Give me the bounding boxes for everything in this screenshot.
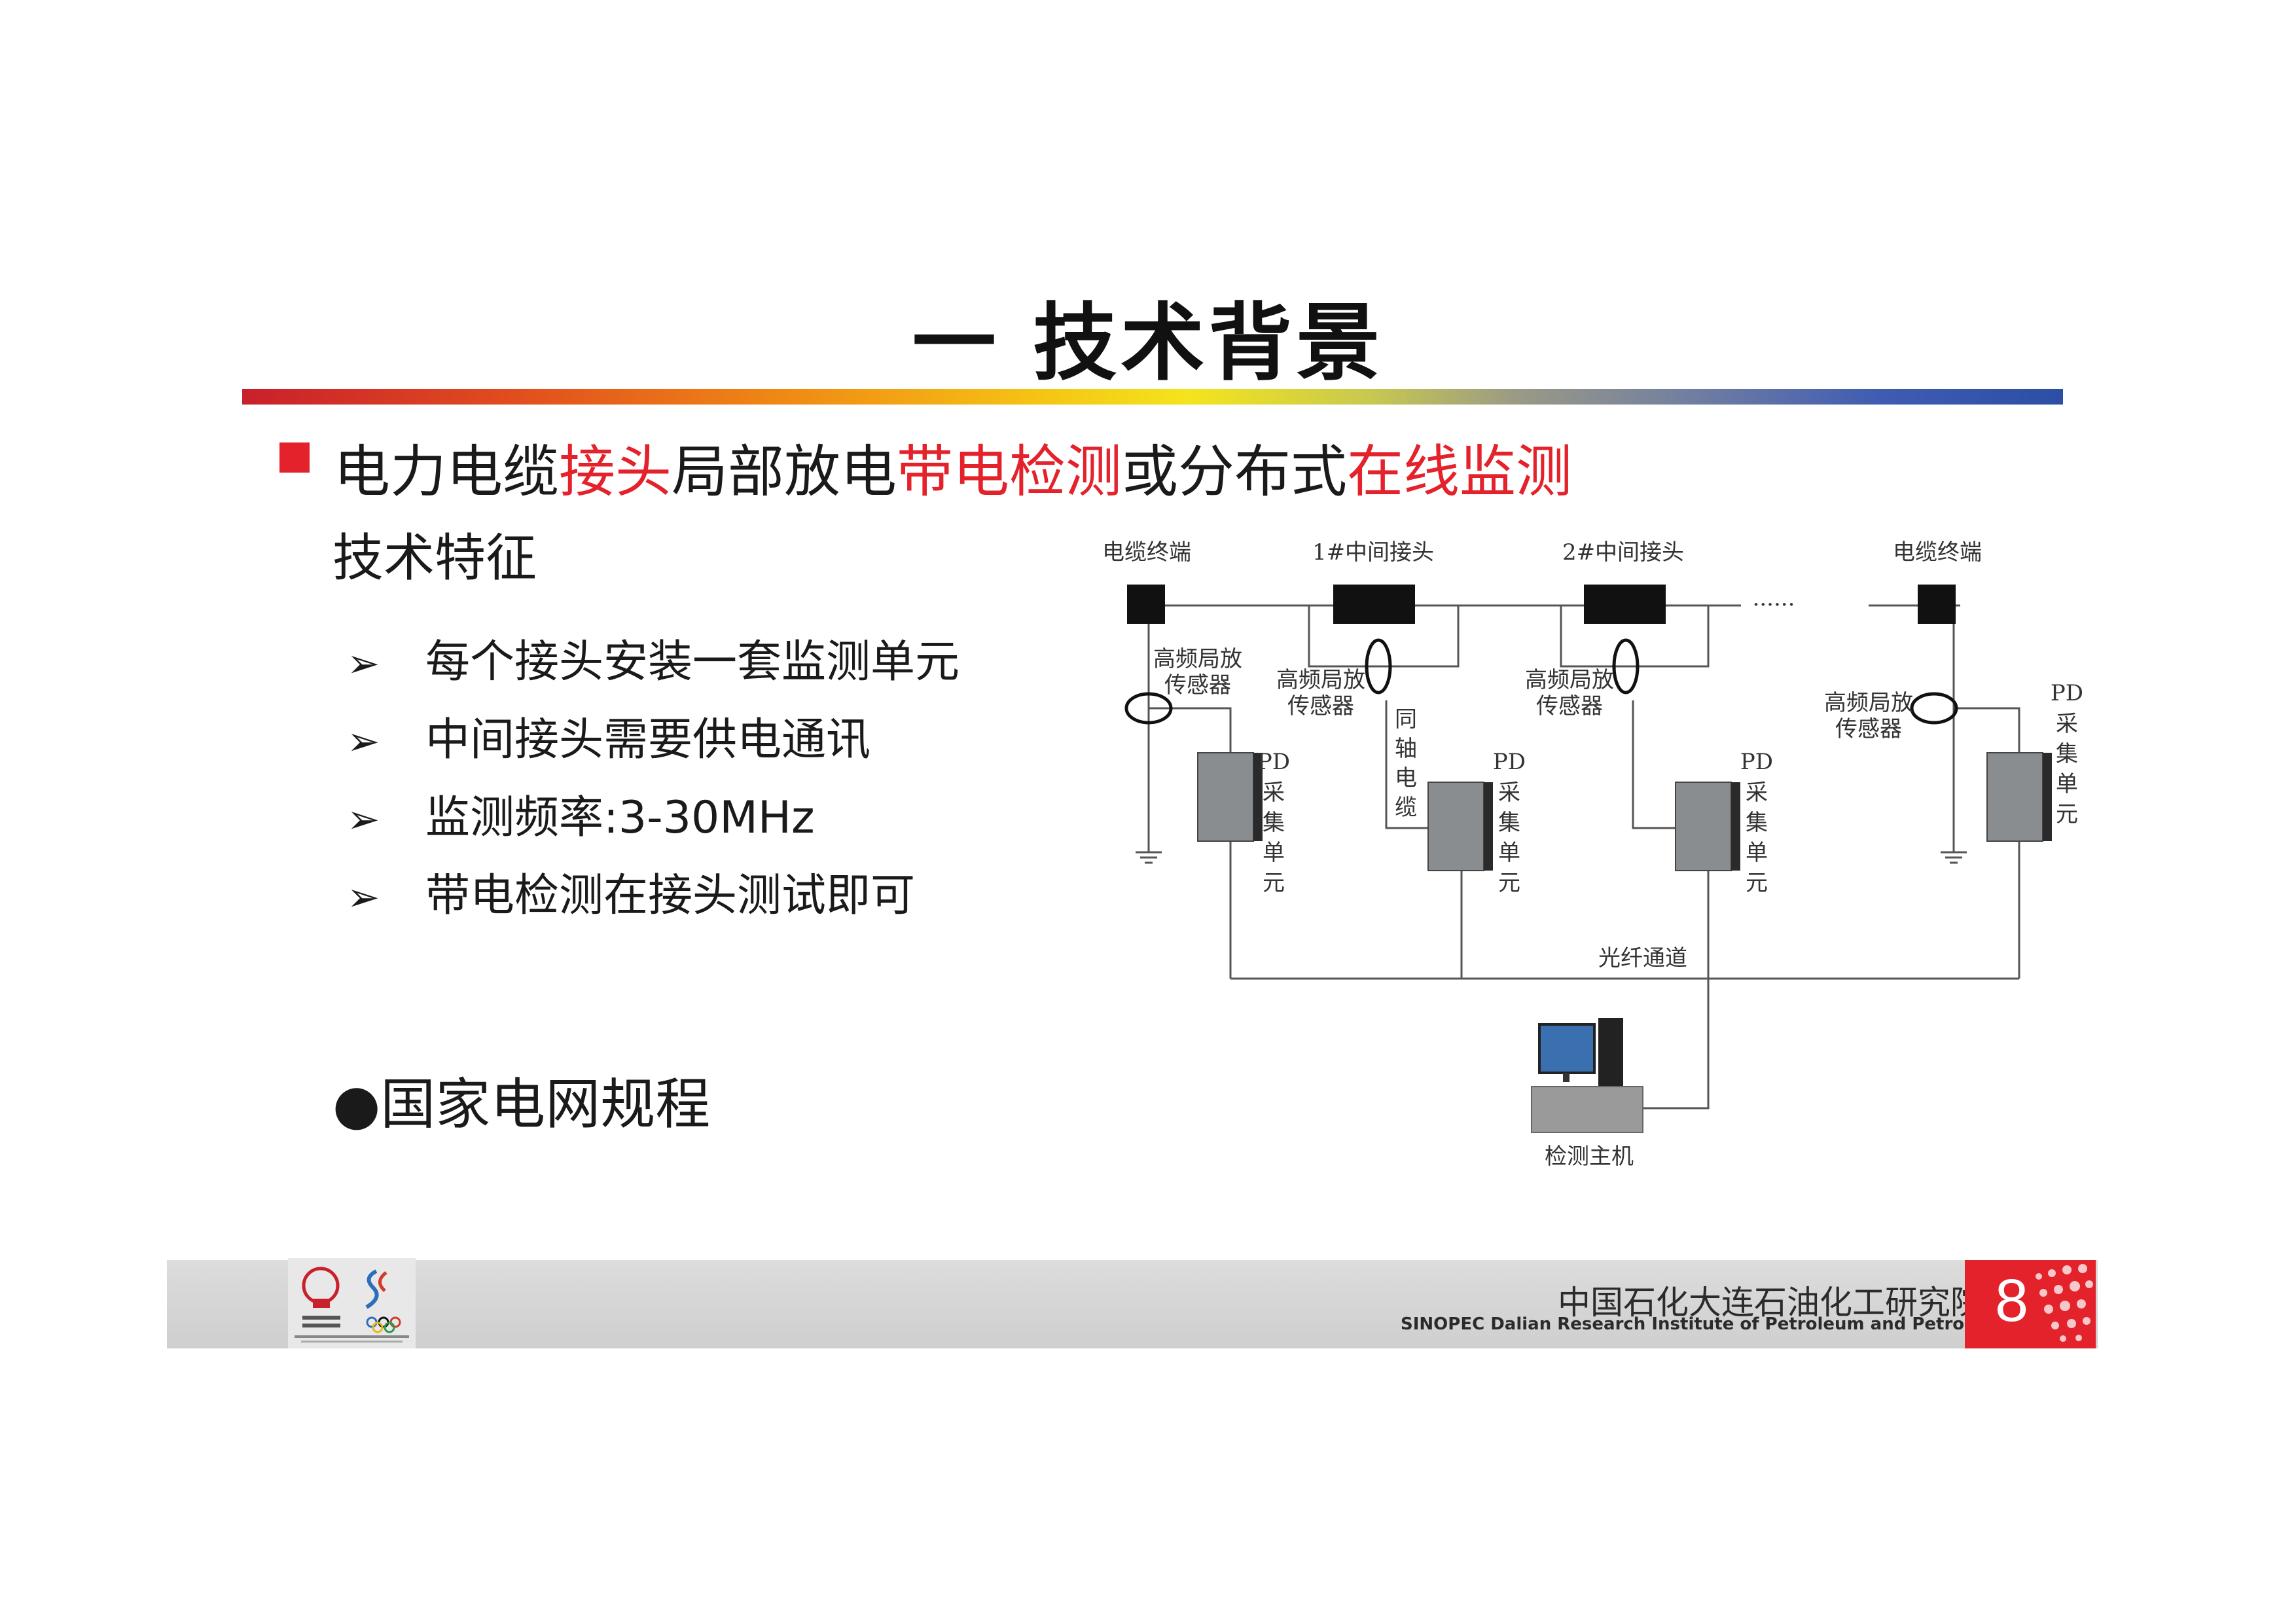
arrow-bullet-icon: ➢ <box>347 797 380 842</box>
ground-icon <box>1136 851 1967 864</box>
sensor-label: 高频局放 <box>1276 667 1365 693</box>
sensor-label: 传感器 <box>1164 672 1231 698</box>
feature-item: ➢ 中间接头需要供电通讯 <box>347 703 870 768</box>
pd-unit-label: PD <box>1493 749 1526 775</box>
page-number: 8 <box>1995 1267 2029 1334</box>
headline-part: 或分布式 <box>1122 439 1347 505</box>
feature-text: 监测频率:3-30MHz <box>425 792 815 844</box>
pd-unit-label: 单 <box>2056 771 2078 797</box>
square-bullet-icon <box>279 442 310 473</box>
top-label: 2#中间接头 <box>1562 539 1684 566</box>
pd-unit-label: 集 <box>1746 810 1768 836</box>
top-label: 1#中间接头 <box>1312 539 1434 566</box>
feature-text: 每个接头安装一套监测单元 <box>425 636 960 688</box>
headline-part-highlight: 在线监测 <box>1347 439 1572 505</box>
pd-unit-label: 采 <box>1263 780 1285 806</box>
logos-icon <box>288 1258 416 1348</box>
coax-label: 缆 <box>1395 795 1417 821</box>
subheading: 技术特征 <box>332 529 537 588</box>
sensor-label: 高频局放 <box>1525 667 1614 693</box>
title-divider <box>242 389 2063 405</box>
feature-text: 中间接头需要供电通讯 <box>425 714 871 766</box>
arrow-bullet-icon: ➢ <box>347 641 380 687</box>
monitoring-system-diagram: 电缆终端 1#中间接头 2#中间接头 电缆终端 ...... 高频局放 传感器 … <box>1102 539 2083 1170</box>
coax-label: 同 <box>1395 706 1417 732</box>
bullet-item: ●国家电网规程 <box>332 1072 711 1136</box>
sensor-label: 传感器 <box>1835 716 1902 742</box>
sensor-ring-icon <box>1910 692 1958 725</box>
slide-title: 一 技术背景 <box>912 295 1384 392</box>
pd-unit-label: 集 <box>1263 810 1285 836</box>
headline: 电力电缆接头局部放电带电检测或分布式在线监测 <box>334 425 1572 507</box>
host-label: 检测主机 <box>1545 1144 1634 1170</box>
sensor-ring-icon <box>1124 692 1173 725</box>
feature-item: ➢ 监测频率:3-30MHz <box>347 781 815 846</box>
pd-unit-label: 单 <box>1498 840 1520 866</box>
arrow-bullet-icon: ➢ <box>347 875 380 920</box>
sensor-label: 传感器 <box>1536 693 1603 719</box>
coax-label: 轴 <box>1395 736 1417 762</box>
pd-unit-label: 集 <box>2056 741 2078 767</box>
top-label: 电缆终端 <box>1893 539 1982 566</box>
cable-termination <box>1127 585 1165 624</box>
institute-name-en: SINOPEC Dalian Research Institute of Pet… <box>1401 1314 2060 1334</box>
coax-label: 电 <box>1395 765 1417 791</box>
headline-part-highlight: 带电检测 <box>897 439 1122 505</box>
pd-unit-label: 采 <box>2056 711 2078 737</box>
institute-name-cn: 中国石化大连石油化工研究院 <box>1558 1284 1983 1322</box>
pd-unit-label: 元 <box>2056 801 2078 827</box>
dot-pattern-icon <box>2036 1264 2093 1342</box>
feature-item: ➢ 每个接头安装一套监测单元 <box>347 625 960 690</box>
intermediate-joint <box>1584 585 1666 624</box>
pd-unit-label: 采 <box>1746 780 1768 806</box>
top-label: 电缆终端 <box>1102 539 1191 566</box>
feature-item: ➢ 带电检测在接头测试即可 <box>347 859 915 924</box>
pd-unit-label: PD <box>1257 749 1290 775</box>
headline-part: 电力电缆 <box>334 439 559 505</box>
headline-part: 局部放电 <box>672 439 897 505</box>
footer-bar <box>167 1260 2098 1348</box>
pd-unit-cabinet-icon <box>1197 752 2052 871</box>
sensor-ring-icon <box>1612 638 1640 695</box>
pd-unit-label: PD <box>1740 749 1773 775</box>
computer-icon <box>1531 1018 1643 1133</box>
pd-unit-label: 集 <box>1498 810 1520 836</box>
pd-unit-label: 单 <box>1746 840 1768 866</box>
arrow-bullet-icon: ➢ <box>347 719 380 765</box>
sensor-ring-icon <box>1365 638 1392 695</box>
feature-text: 带电检测在接头测试即可 <box>425 870 916 922</box>
sensor-label: 高频局放 <box>1824 690 1913 716</box>
sensor-label: 传感器 <box>1287 693 1354 719</box>
pd-unit-label: 元 <box>1746 870 1768 896</box>
pd-unit-label: 采 <box>1498 780 1520 806</box>
ellipsis: ...... <box>1753 585 1795 611</box>
pd-unit-label: PD <box>2051 680 2083 706</box>
headline-part-highlight: 接头 <box>559 439 672 505</box>
page-number-badge <box>1965 1260 2096 1348</box>
pd-unit-label: 元 <box>1498 870 1520 896</box>
cable-termination <box>1918 585 1956 624</box>
intermediate-joint <box>1333 585 1415 624</box>
sensor-label: 高频局放 <box>1153 646 1242 672</box>
pd-unit-label: 单 <box>1263 840 1285 866</box>
fiber-channel-label: 光纤通道 <box>1598 945 1687 971</box>
pd-unit-label: 元 <box>1263 870 1285 896</box>
